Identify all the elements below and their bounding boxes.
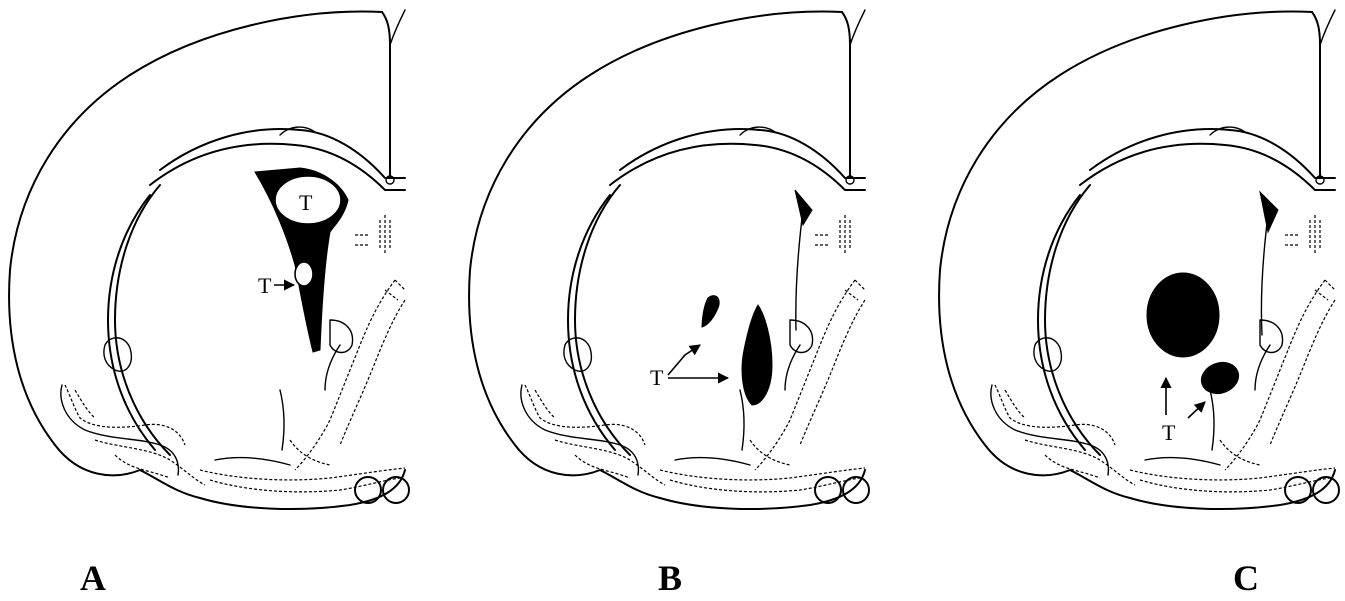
panel-b-letter: B	[658, 558, 682, 598]
panel-b-lesion-label: T	[650, 365, 664, 390]
panel-a-arrow-label: T	[258, 273, 272, 298]
panel-c-letter: C	[1233, 558, 1259, 598]
panel-c-arrow-diag	[1188, 402, 1205, 418]
panel-c-lesion-label: T	[1162, 420, 1176, 445]
panel-b-lesion-large	[742, 305, 772, 405]
panel-c-ventricle	[1260, 192, 1278, 232]
panel-b-ventricle	[795, 190, 812, 225]
panel-c-lesion-large	[1147, 273, 1219, 357]
panel-b-section-outline	[469, 10, 869, 509]
panel-b-lesion-small	[702, 296, 719, 327]
panel-c-lesion-small	[1197, 357, 1243, 398]
panel-a-section-outline	[9, 10, 409, 509]
panel-b-arrow-upper	[668, 345, 700, 375]
panel-c-section-outline	[939, 10, 1339, 509]
panel-b: T B	[469, 10, 869, 598]
panel-c: T C	[939, 10, 1339, 598]
panel-a: T T A	[9, 10, 409, 598]
panel-a-lower-region	[295, 262, 313, 286]
panel-a-letter: A	[80, 558, 106, 598]
panel-a-region-label: T	[299, 190, 313, 215]
